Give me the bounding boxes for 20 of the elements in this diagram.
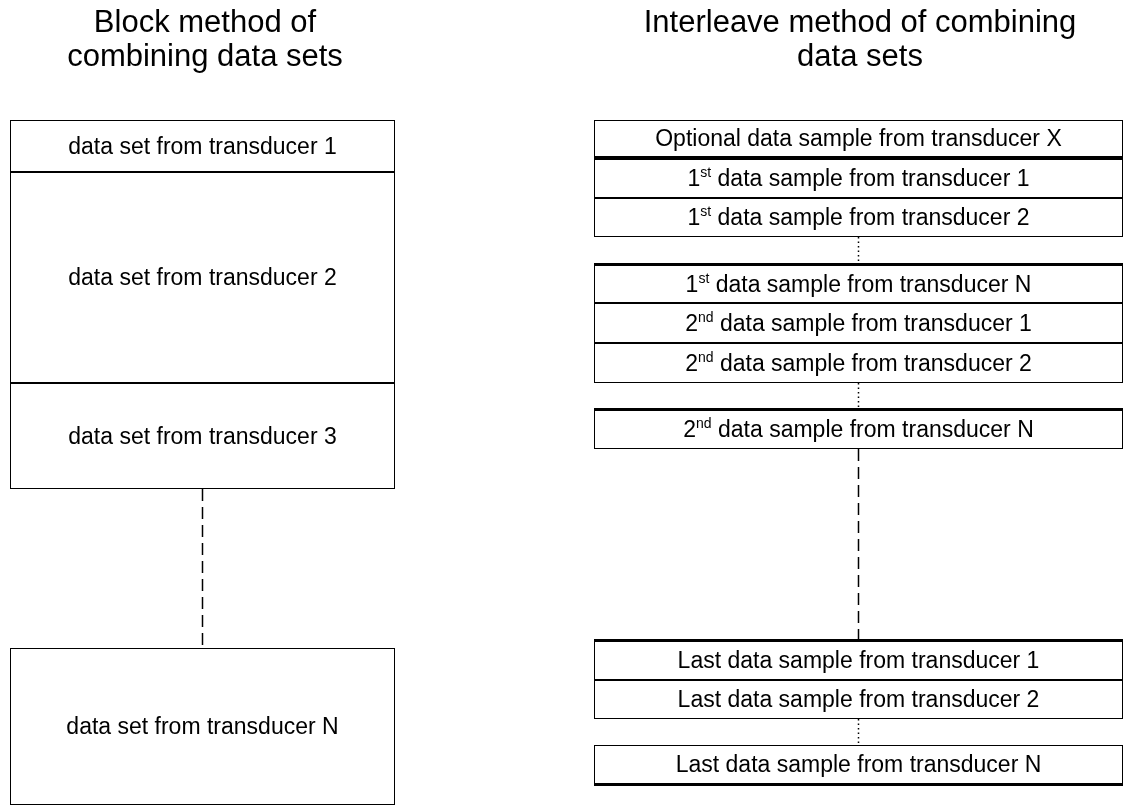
- column-heading: Block method of combining data sets: [66, 5, 344, 74]
- data-set-box: data set from transducer N: [10, 648, 395, 805]
- data-set-box: data set from transducer 1: [10, 120, 395, 172]
- data-sample-box: Last data sample from transducer 1: [594, 639, 1123, 680]
- data-sample-box: Last data sample from transducer N: [594, 745, 1123, 786]
- data-sample-box: Last data sample from transducer 2: [594, 680, 1123, 719]
- data-sample-box: 2$^{nd}$ data sample from transducer 1: [594, 303, 1123, 343]
- column-heading: Interleave method of combining data sets: [642, 5, 1078, 74]
- data-sample-box: 1$^{st}$ data sample from transducer 1: [594, 159, 1123, 198]
- dotted-connector: [857, 718, 860, 746]
- data-sample-box: 2$^{nd}$ data sample from transducer 2: [594, 343, 1123, 383]
- data-set-box: data set from transducer 3: [10, 383, 395, 489]
- data-sample-box: 2$^{nd}$ data sample from transducer N: [594, 408, 1123, 449]
- dashed-connector: [857, 448, 860, 640]
- data-sample-box: 1$^{st}$ data sample from transducer N: [594, 263, 1123, 303]
- data-sample-box: 1$^{st}$ data sample from transducer 2: [594, 198, 1123, 237]
- dotted-connector: [857, 382, 860, 409]
- dotted-connector: [857, 236, 860, 264]
- data-sample-box: Optional data sample from transducer X: [594, 120, 1123, 159]
- data-set-box: data set from transducer 2: [10, 172, 395, 383]
